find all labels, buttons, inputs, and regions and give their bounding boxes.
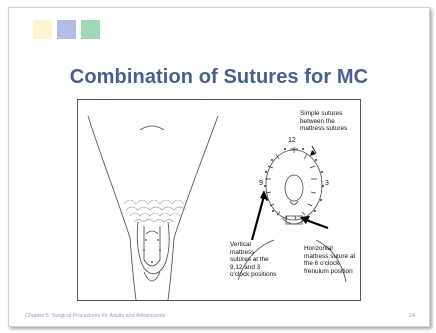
- clock-label-3: 3: [325, 180, 329, 187]
- footer-page-number: 14: [409, 313, 415, 319]
- decor-square-yellow: [33, 20, 52, 39]
- slide-title: Combination of Sutures for MC: [9, 66, 429, 89]
- clock-label-9: 9: [259, 180, 263, 187]
- decor-square-green: [81, 20, 100, 39]
- suture-illustration: 12 9 3 Simple sutures between the mattre…: [77, 99, 361, 301]
- footer-chapter: Chapter 5: Surgical Procedures for Adult…: [25, 313, 165, 319]
- decor-square-blue: [57, 20, 76, 39]
- slide: Combination of Sutures for MC: [8, 7, 430, 327]
- annotation-vertical-mattress: Vertical mattress sutures at the 9,12 an…: [230, 241, 276, 279]
- clock-label-12: 12: [288, 137, 296, 144]
- annotation-simple-sutures: Simple sutures between the mattress sutu…: [300, 110, 347, 133]
- annotation-horizontal-mattress: Horizontal mattress suture at the 6 o'cl…: [304, 245, 355, 275]
